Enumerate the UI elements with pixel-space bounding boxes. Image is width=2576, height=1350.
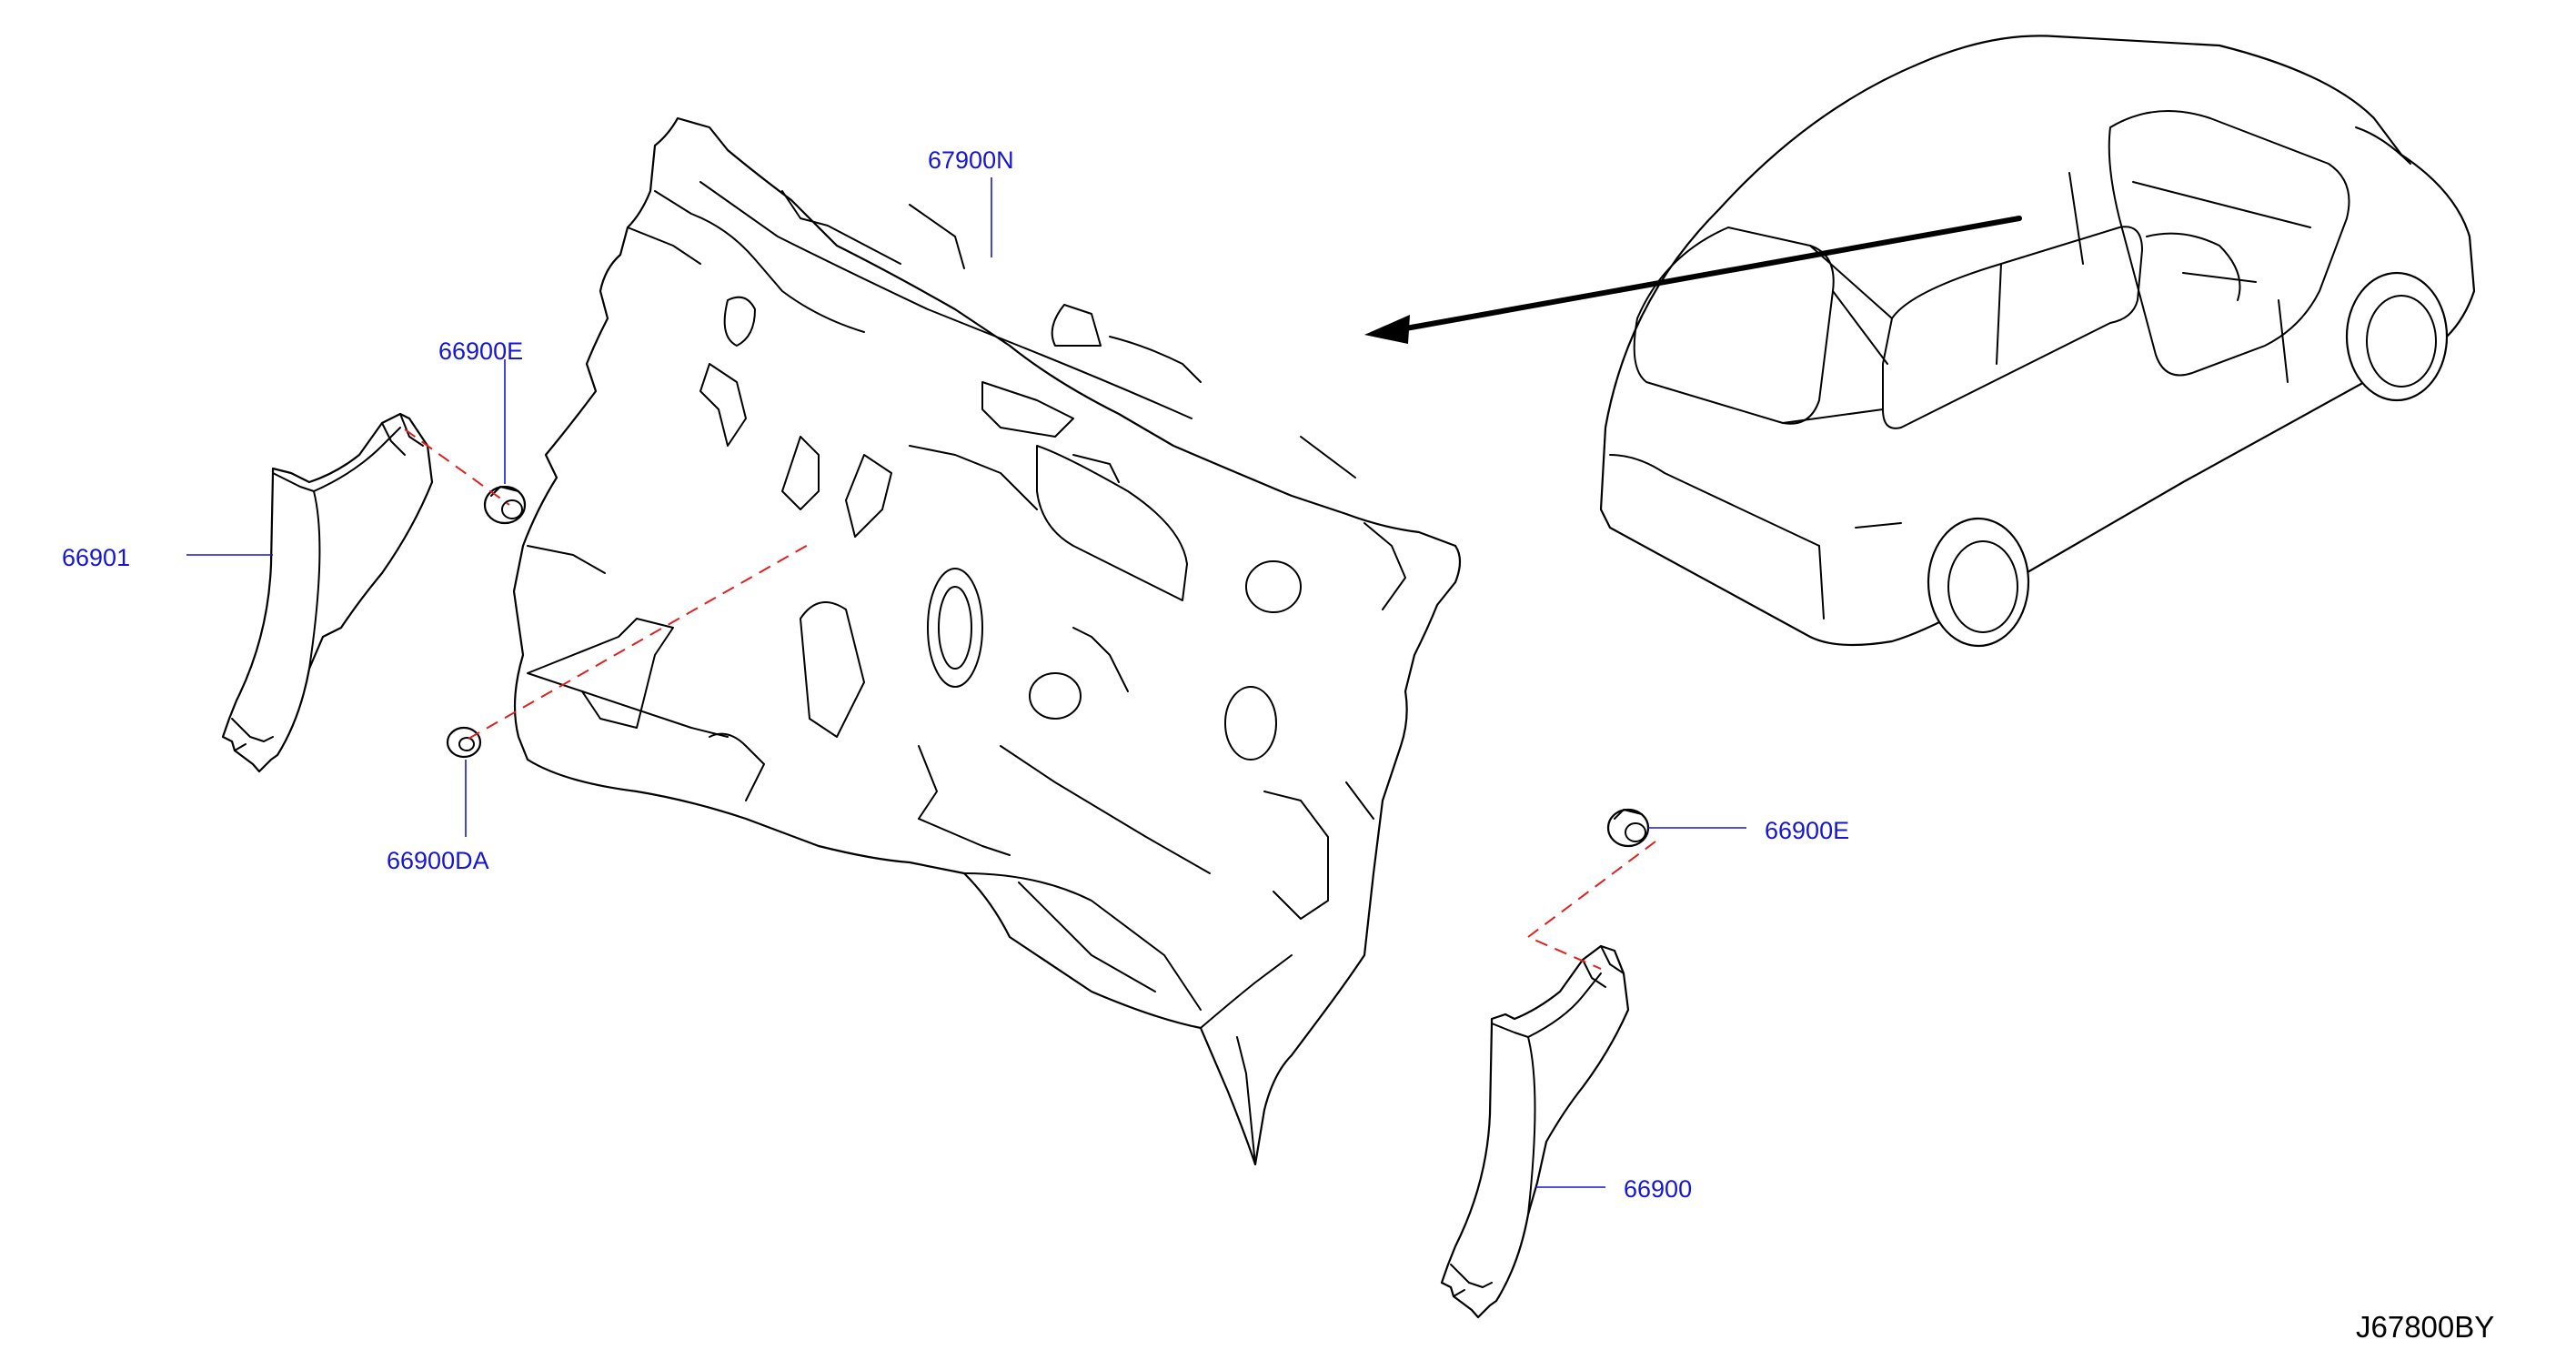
- alignment-lines: [404, 428, 1656, 970]
- arrow-head-icon: [1364, 315, 1410, 344]
- callout-66900: 66900: [1624, 1175, 1692, 1203]
- callout-66900e-upper: 66900E: [438, 338, 523, 365]
- clip-upper-left-part: [483, 485, 527, 525]
- trim-right-part: [1440, 944, 1630, 1319]
- trim-left-part: [221, 412, 434, 773]
- clip-right-part: [1606, 808, 1650, 848]
- leader-lines: [186, 177, 1746, 1188]
- callout-66901: 66901: [62, 544, 130, 571]
- dash-insulator-part: [512, 116, 1462, 1166]
- callout-67900n: 67900N: [928, 146, 1014, 174]
- grommet-left-part: [446, 726, 482, 759]
- location-arrow: [1364, 216, 2022, 344]
- vehicle-overview: [1599, 35, 2476, 648]
- drawing-code: J67800BY: [2356, 1310, 2494, 1344]
- callout-66900e-right: 66900E: [1765, 817, 1849, 844]
- callout-66900da: 66900DA: [387, 847, 489, 874]
